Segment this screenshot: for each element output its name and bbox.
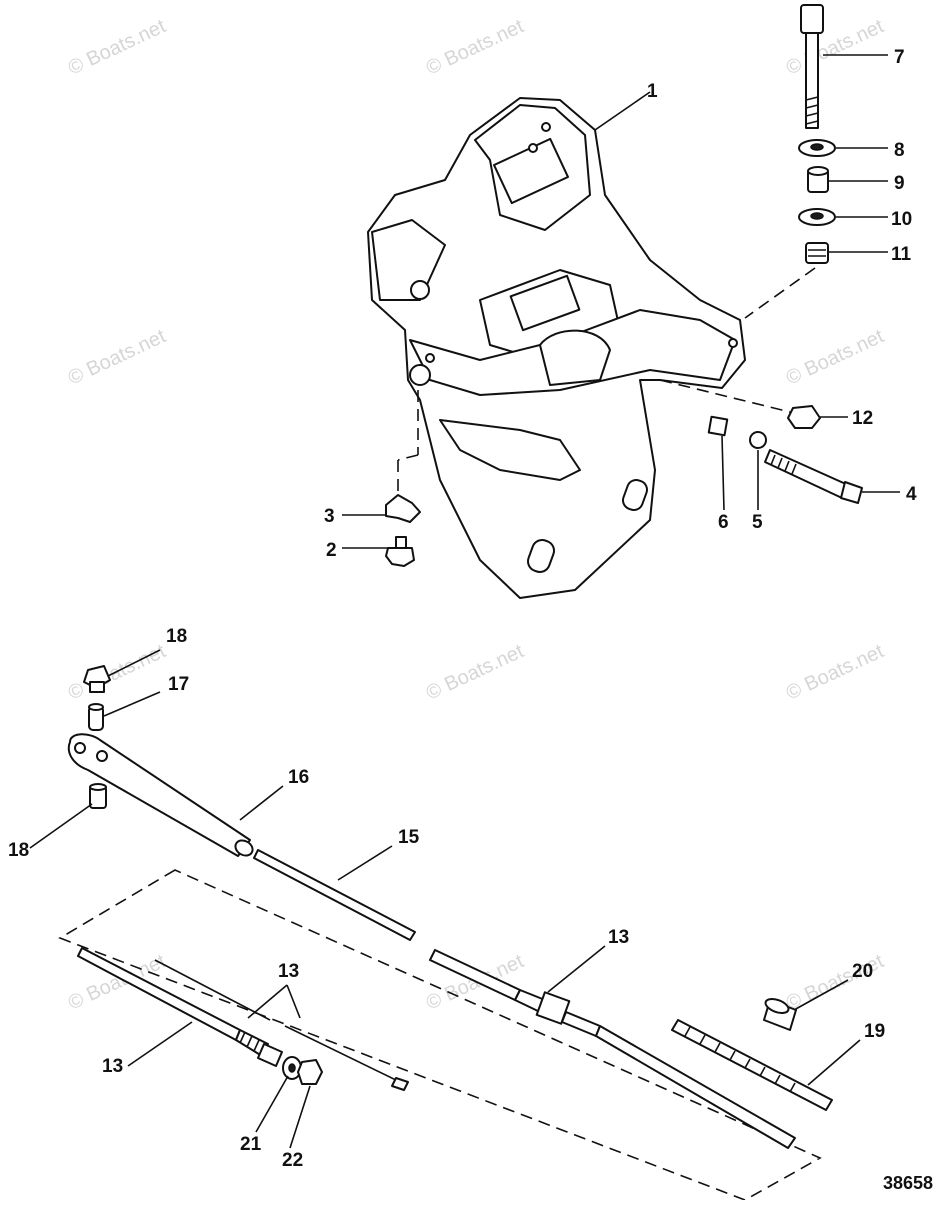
callout-4: 4 — [906, 484, 917, 505]
callout-19: 19 — [864, 1021, 885, 1042]
callout-8: 8 — [894, 140, 905, 161]
callout-numbers: 1 2 3 4 5 6 7 8 9 10 11 12 13 13 13 15 1… — [8, 47, 917, 1171]
watermark: © Boats.net — [783, 950, 888, 1014]
watermark: © Boats.net — [783, 15, 888, 79]
watermark: © Boats.net — [783, 325, 888, 389]
watermark: © Boats.net — [423, 640, 528, 704]
callout-5: 5 — [752, 512, 763, 533]
part-8-washer[interactable] — [798, 139, 836, 157]
callout-7: 7 — [894, 47, 905, 68]
callout-18: 18 — [166, 626, 187, 647]
leader-lines — [29, 54, 900, 1149]
part-9-bushing[interactable] — [807, 166, 829, 193]
watermark: © Boats.net — [65, 325, 170, 389]
part-13-cable-left[interactable] — [77, 947, 283, 1067]
part-20-bushing[interactable] — [763, 996, 797, 1031]
part-6-pad[interactable] — [707, 415, 729, 437]
assembly-dashed-line — [659, 379, 791, 413]
part-18-screw-lower[interactable] — [89, 783, 107, 809]
part-18-screw[interactable] — [83, 665, 111, 693]
part-10-washer[interactable] — [798, 208, 836, 226]
watermark: © Boats.net — [783, 640, 888, 704]
callout-22: 22 — [282, 1150, 303, 1171]
callout-20: 20 — [852, 961, 873, 982]
part-1-transom-bracket[interactable] — [367, 97, 746, 599]
part-16-tube[interactable] — [67, 733, 255, 858]
diagram-id: 38658 — [882, 1173, 933, 1193]
part-5-clip[interactable] — [749, 431, 767, 449]
callout-13: 13 — [278, 961, 299, 982]
callout-6: 6 — [718, 512, 729, 533]
callout-16: 16 — [288, 767, 309, 788]
callout-13: 13 — [608, 927, 629, 948]
callout-13: 13 — [102, 1056, 123, 1077]
callout-1: 1 — [647, 81, 658, 102]
part-17-pin[interactable] — [88, 703, 104, 731]
callout-12: 12 — [852, 408, 873, 429]
part-11-nut[interactable] — [805, 242, 829, 264]
watermark: © Boats.net — [423, 15, 528, 79]
callout-3: 3 — [324, 506, 335, 527]
callout-15: 15 — [398, 827, 420, 848]
callout-10: 10 — [891, 209, 912, 230]
part-13-cable-right[interactable] — [429, 949, 796, 1149]
callout-2: 2 — [326, 540, 337, 561]
part-7-bolt[interactable] — [800, 4, 824, 129]
assembly-dashed-line — [397, 454, 419, 461]
assembly-dashed-line — [744, 267, 816, 319]
part-3-clip[interactable] — [385, 494, 421, 523]
part-12-nut[interactable] — [787, 405, 821, 429]
part-22-nut[interactable] — [297, 1059, 323, 1085]
callout-21: 21 — [240, 1134, 262, 1155]
watermark: © Boats.net — [65, 15, 170, 79]
part-13-inner-core[interactable] — [154, 959, 409, 1091]
part-19-rod[interactable] — [671, 1019, 833, 1111]
part-2-screw[interactable] — [385, 536, 415, 567]
callout-11: 11 — [891, 244, 912, 265]
part-21-washer[interactable] — [282, 1056, 302, 1080]
callout-18: 18 — [8, 840, 29, 861]
part-15-rod[interactable] — [253, 849, 416, 941]
callout-9: 9 — [894, 173, 905, 194]
callout-17: 17 — [168, 674, 189, 695]
part-4-bolt[interactable] — [764, 449, 863, 504]
